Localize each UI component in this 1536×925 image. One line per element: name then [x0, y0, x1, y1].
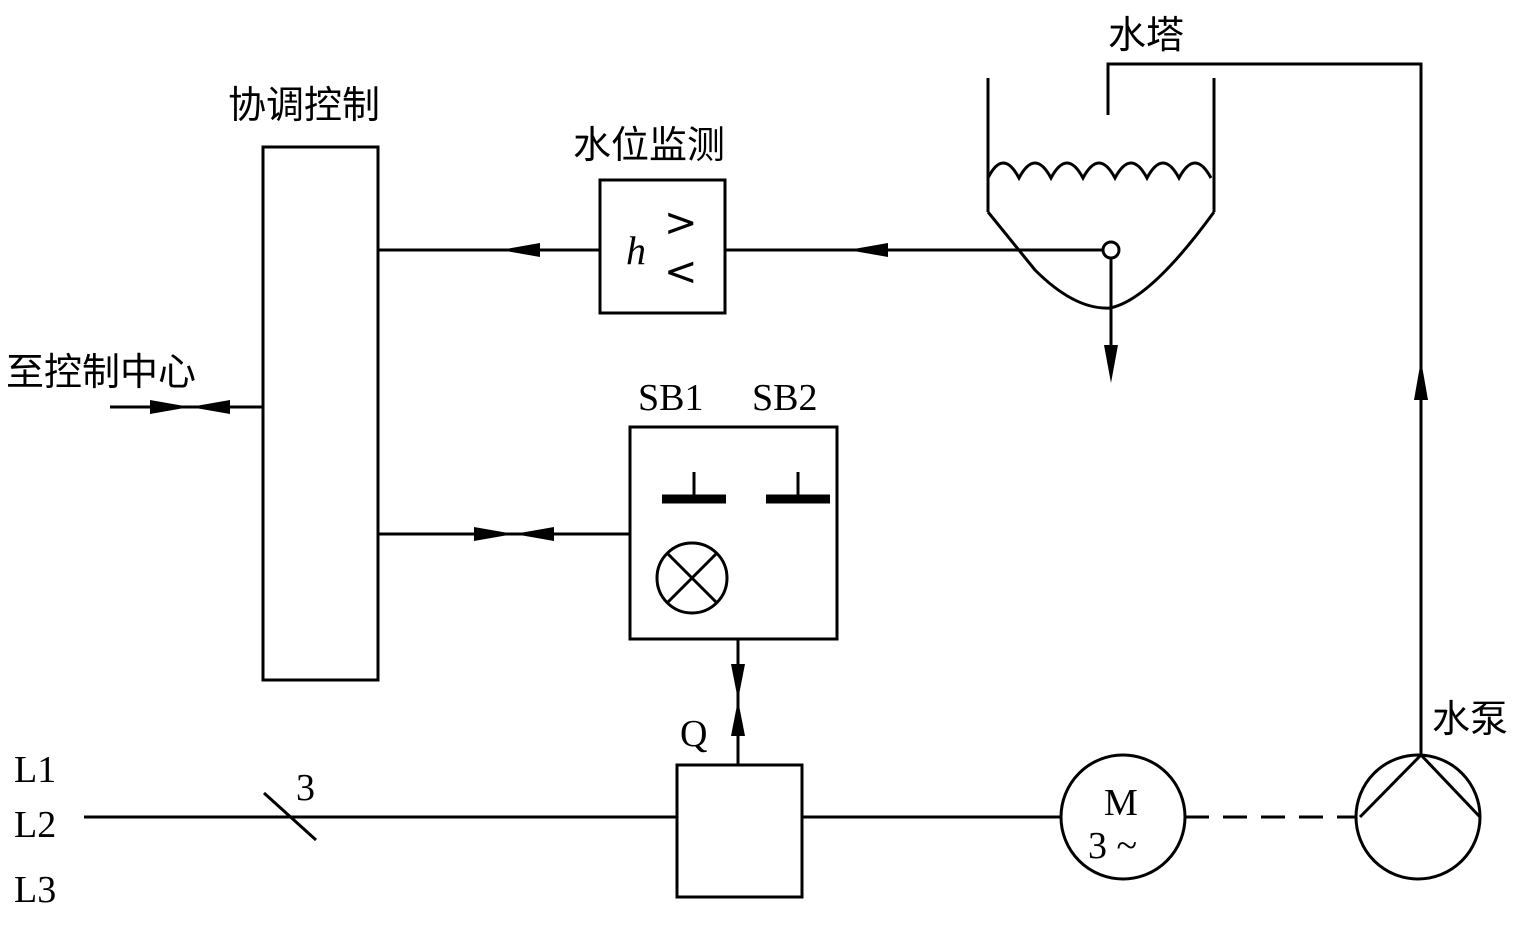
- motor-phase-label: 3 ~: [1088, 825, 1137, 867]
- supply-pipe: [1106, 62, 1423, 755]
- pump-outlet-symbol: [1358, 752, 1482, 819]
- button-to-q-arrow-down: [731, 664, 745, 700]
- water-pump-label: 水泵: [1432, 697, 1508, 741]
- contactor-q-box: [675, 763, 804, 899]
- coordination-control-label: 协调控制: [228, 83, 380, 127]
- less-symbol: <: [664, 249, 698, 295]
- sb1-label: SB1: [638, 377, 703, 419]
- sb2-button-symbol: [766, 472, 830, 504]
- control-center-arrow-out: [190, 400, 230, 414]
- water-level-monitor-label: 水位监测: [573, 123, 725, 167]
- button-to-control-arrow-b: [514, 527, 554, 541]
- supply-pipe-arrow: [1414, 360, 1428, 400]
- water-tower-label: 水塔: [1108, 13, 1184, 57]
- button-to-control-arrow-a: [474, 527, 514, 541]
- greater-symbol: >: [664, 200, 698, 246]
- outlet-arrow: [1104, 345, 1118, 383]
- water-surface: [986, 161, 1213, 182]
- level-sensor: [1101, 240, 1121, 260]
- pump-icon: [1354, 753, 1482, 881]
- l2-label: L2: [14, 804, 56, 846]
- sb2-label: SB2: [752, 377, 817, 419]
- l3-label: L3: [14, 869, 56, 911]
- motor-m-label: M: [1104, 782, 1138, 824]
- q-label: Q: [680, 713, 707, 755]
- button-to-q-arrow-up: [731, 700, 745, 736]
- three-phase-tick: [262, 791, 318, 842]
- monitor-to-control-arrow: [500, 243, 540, 257]
- phase-count-label: 3: [296, 767, 315, 809]
- water-tower: [986, 78, 1216, 383]
- l1-label: L1: [14, 749, 56, 791]
- push-button-box: [628, 425, 839, 641]
- coordination-control-box: [261, 145, 380, 682]
- tower-to-monitor-arrow: [848, 243, 888, 257]
- control-center-arrow-in: [150, 400, 190, 414]
- level-symbol: h: [626, 228, 646, 273]
- indicator-lamp-icon: [655, 541, 729, 615]
- to-control-center-label: 至控制中心: [6, 350, 196, 394]
- water-level-monitor-box: [598, 178, 727, 315]
- sb1-button-symbol: [662, 472, 726, 504]
